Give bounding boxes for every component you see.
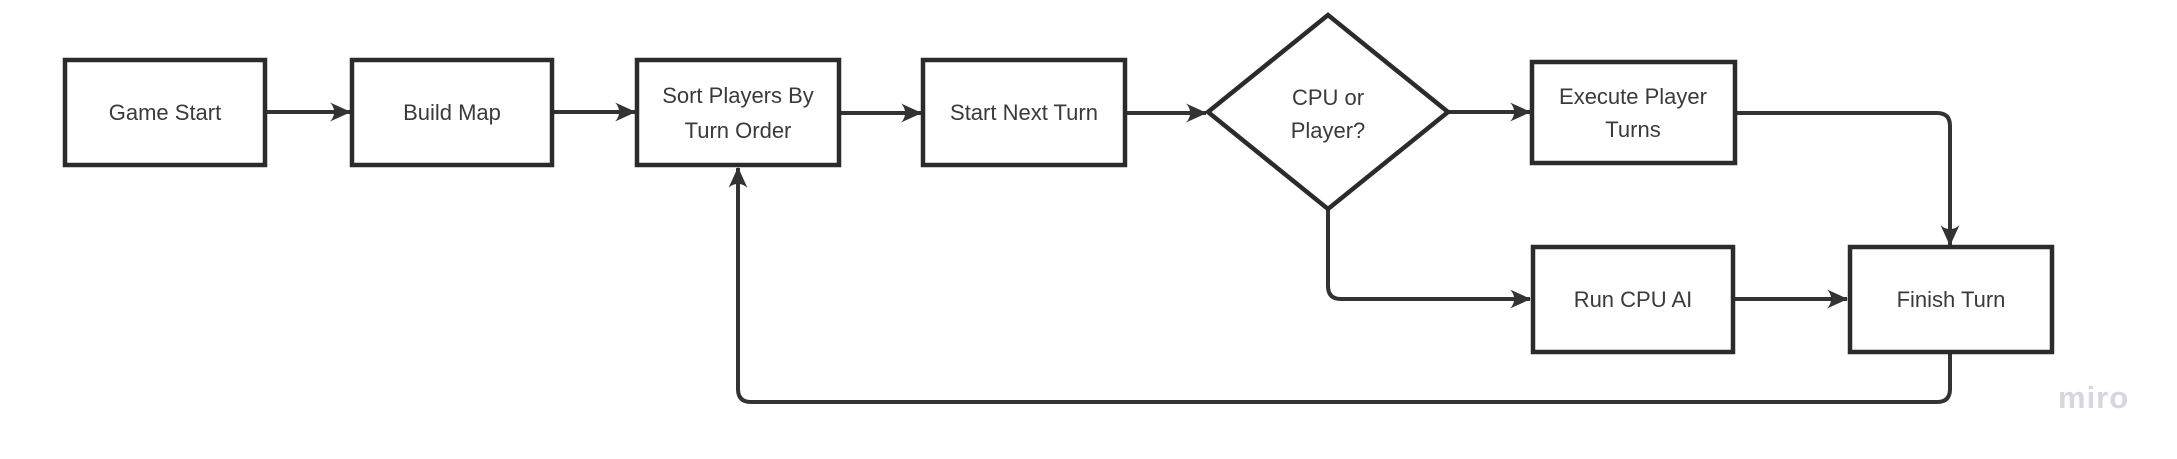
node-run-cpu-ai[interactable]: Run CPU AI — [1530, 244, 1736, 355]
node-start-next-turn-label: Start Next Turn — [950, 100, 1098, 125]
node-sort-players-label-line1: Sort Players By — [662, 83, 814, 108]
node-finish-turn-label: Finish Turn — [1897, 287, 2006, 312]
node-finish-turn[interactable]: Finish Turn — [1847, 244, 2055, 355]
node-run-cpu-ai-label: Run CPU AI — [1574, 287, 1693, 312]
node-sort-players-label-line2: Turn Order — [685, 118, 792, 143]
node-cpu-or-player-decision[interactable]: CPU or Player? — [1204, 12, 1452, 212]
node-build-map[interactable]: Build Map — [349, 57, 555, 168]
node-game-start-label: Game Start — [109, 100, 221, 125]
node-finish-turn-box[interactable] — [1847, 244, 2055, 355]
node-sort-players-box[interactable] — [634, 57, 842, 168]
node-game-start[interactable]: Game Start — [62, 57, 268, 168]
edge-decision-to-run-cpu-ai[interactable] — [1326, 209, 1531, 309]
node-run-cpu-ai-box[interactable] — [1530, 244, 1736, 355]
node-sort-players-by-turn-order[interactable]: Sort Players By Turn Order — [634, 57, 842, 168]
node-game-start-box[interactable] — [62, 57, 268, 168]
node-execute-player-turns-box[interactable] — [1529, 59, 1738, 166]
node-build-map-label: Build Map — [403, 100, 501, 125]
node-start-next-turn-box[interactable] — [920, 57, 1128, 168]
node-execute-player-turns[interactable]: Execute Player Turns — [1529, 59, 1738, 166]
node-cpu-or-player-diamond[interactable] — [1204, 12, 1452, 212]
node-execute-player-turns-label-line1: Execute Player — [1559, 84, 1707, 109]
node-cpu-or-player-label-line2: Player? — [1291, 118, 1366, 143]
node-start-next-turn[interactable]: Start Next Turn — [920, 57, 1128, 168]
node-build-map-box[interactable] — [349, 57, 555, 168]
edge-execute-player-turns-to-finish-turn[interactable] — [1735, 111, 1960, 246]
node-cpu-or-player-label-line1: CPU or — [1292, 85, 1364, 110]
node-execute-player-turns-label-line2: Turns — [1605, 117, 1660, 142]
edge-finish-turn-to-sort-players-loop[interactable] — [728, 167, 1952, 404]
miro-watermark-logo: miro — [2058, 380, 2129, 415]
